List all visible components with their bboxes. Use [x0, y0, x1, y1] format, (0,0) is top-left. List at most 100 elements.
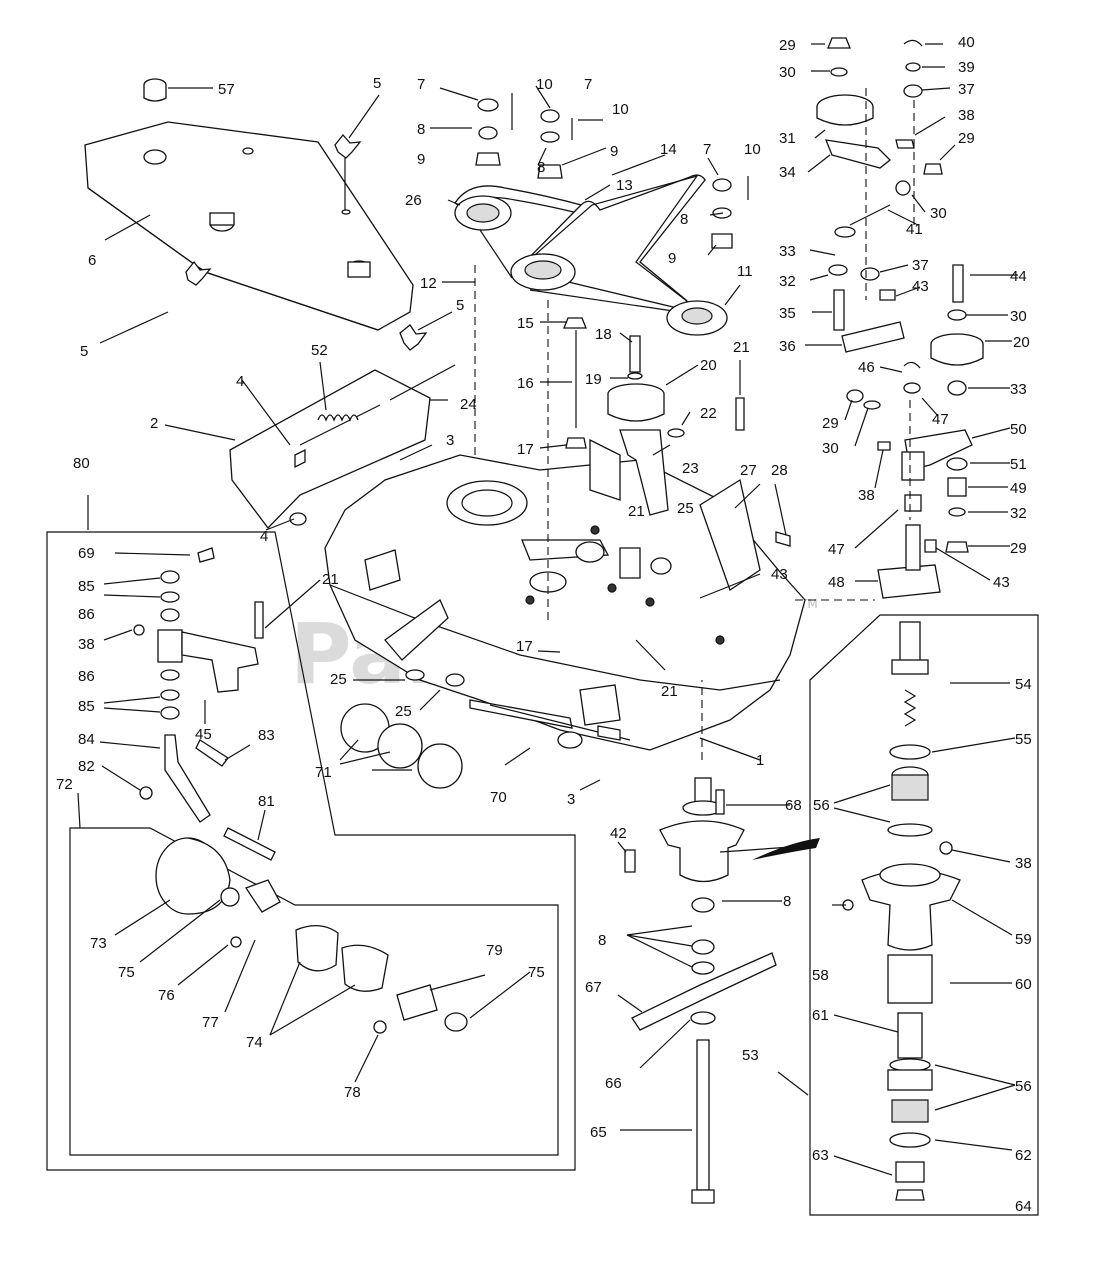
callout-9: 9: [417, 151, 425, 168]
callout-39: 39: [958, 59, 975, 76]
callout-33: 33: [779, 243, 796, 260]
callout-5: 5: [80, 343, 88, 360]
callout-47: 47: [828, 541, 845, 558]
callout-75: 75: [118, 964, 135, 981]
gauge-wheel-frame-80: [46, 531, 576, 1171]
callout-50: 50: [1010, 421, 1027, 438]
callout-54: 54: [1015, 676, 1032, 693]
callout-60: 60: [1015, 976, 1032, 993]
nut-17: [565, 437, 587, 449]
nut-15: [563, 317, 587, 329]
callout-25: 25: [677, 500, 694, 517]
callout-29: 29: [958, 130, 975, 147]
callout-66: 66: [605, 1075, 622, 1092]
baffle-left: [384, 599, 449, 661]
callout-85: 85: [78, 698, 95, 715]
baffle-right: [579, 684, 621, 726]
callout-37: 37: [958, 81, 975, 98]
callout-49: 49: [1010, 480, 1027, 497]
callout-38: 38: [78, 636, 95, 653]
spindle-bolt-group: [563, 317, 745, 449]
callout-21: 21: [733, 339, 750, 356]
callout-16: 16: [517, 375, 534, 392]
callout-78: 78: [344, 1084, 361, 1101]
callout-29: 29: [779, 37, 796, 54]
callout-72: 72: [56, 776, 73, 793]
callout-35: 35: [779, 305, 796, 322]
callout-75: 75: [528, 964, 545, 981]
callout-4: 4: [236, 373, 244, 390]
callout-42: 42: [610, 825, 627, 842]
callout-82: 82: [78, 758, 95, 775]
spindle-opening: [446, 480, 528, 526]
hanger-bracket-2: [229, 369, 431, 529]
idler-assembly-group: [816, 37, 984, 599]
callout-17: 17: [517, 441, 534, 458]
callout-59: 59: [1015, 931, 1032, 948]
callout-10: 10: [744, 141, 761, 158]
callout-77: 77: [202, 1014, 219, 1031]
knob-5-left: [185, 260, 212, 286]
callout-38: 38: [958, 107, 975, 124]
spindle-housing: [659, 820, 745, 883]
callout-37: 37: [912, 257, 929, 274]
callout-31: 31: [779, 130, 796, 147]
spindle-detail-frame: [809, 614, 1039, 1216]
callout-25: 25: [395, 703, 412, 720]
callout-8: 8: [783, 893, 791, 910]
callout-58: 58: [812, 967, 829, 984]
hub-74-a: [295, 925, 339, 972]
mower-deck: [324, 454, 806, 751]
spindle-detail-group: [752, 621, 961, 1201]
arm-84: [164, 734, 211, 823]
callout-85: 85: [78, 578, 95, 595]
callout-labels: 57 5 6 5 5 7 10 8 9 7 10 8 9 14 13 26 7 …: [56, 34, 1032, 1215]
callout-6: 6: [88, 252, 96, 269]
arm-34: [824, 139, 891, 169]
bolt-81: [223, 827, 276, 861]
callout-26: 26: [405, 192, 422, 209]
callout-61: 61: [812, 1007, 829, 1024]
callout-12: 12: [420, 275, 437, 292]
callout-10: 10: [612, 101, 629, 118]
callout-8: 8: [598, 932, 606, 949]
gauge-wheel-frame-72: [69, 827, 559, 1156]
callout-32: 32: [1010, 505, 1027, 522]
callout-40: 40: [958, 34, 975, 51]
callout-30: 30: [930, 205, 947, 222]
callout-44: 44: [1010, 268, 1027, 285]
bolt-18: [629, 335, 641, 373]
mower-deck-group: [324, 429, 806, 751]
callout-56: 56: [813, 797, 830, 814]
callout-20: 20: [700, 357, 717, 374]
callout-86: 86: [78, 606, 95, 623]
callout-86: 86: [78, 668, 95, 685]
callout-36: 36: [779, 338, 796, 355]
callout-21: 21: [322, 571, 339, 588]
callout-43: 43: [912, 278, 929, 295]
callout-21: 21: [628, 503, 645, 520]
callout-53: 53: [742, 1047, 759, 1064]
callout-41: 41: [906, 221, 923, 238]
knob-5-right: [399, 324, 428, 351]
callout-65: 65: [590, 1124, 607, 1141]
callout-20: 20: [1013, 334, 1030, 351]
roller-71-b: [377, 723, 423, 769]
gauge-wheel-bracket-group: [133, 547, 468, 1034]
roller-71-c: [417, 743, 463, 789]
callout-69: 69: [78, 545, 95, 562]
callout-7: 7: [417, 76, 425, 93]
callout-7: 7: [703, 141, 711, 158]
callout-52: 52: [311, 342, 328, 359]
callout-3: 3: [446, 432, 454, 449]
callout-22: 22: [700, 405, 717, 422]
spindle-blade-group: [624, 777, 815, 1204]
blade-67: [631, 952, 777, 1031]
callout-30: 30: [822, 440, 839, 457]
callout-7: 7: [584, 76, 592, 93]
washer-19: [627, 372, 643, 380]
callout-38: 38: [858, 487, 875, 504]
callout-43: 43: [771, 566, 788, 583]
callout-5: 5: [373, 75, 381, 92]
callout-27: 27: [740, 462, 757, 479]
